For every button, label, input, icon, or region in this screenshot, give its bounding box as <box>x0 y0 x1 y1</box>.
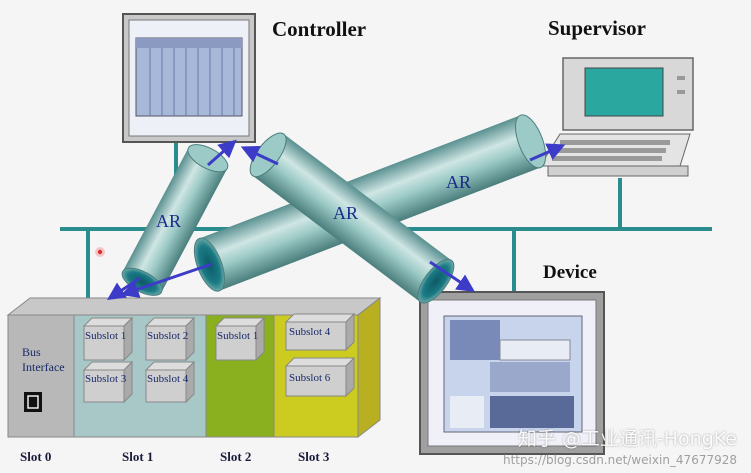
device-label: Device <box>543 262 597 283</box>
ar-label: AR <box>333 203 359 223</box>
ar-arrows <box>107 139 566 300</box>
source-url: https://blog.csdn.net/weixin_47677928 <box>502 453 737 467</box>
ar-label: AR <box>156 211 182 231</box>
slot-label: Slot 3 <box>298 449 330 464</box>
slot-label: Slot 1 <box>122 449 154 464</box>
controller-icon <box>122 13 256 143</box>
subslot-label: Subslot 3 <box>85 373 127 385</box>
subslot-label: Subslot 1 <box>85 330 127 342</box>
ar-tube-controller-rack <box>121 144 229 296</box>
subslot-label: Subslot 6 <box>289 372 331 384</box>
slot-label: Slot 0 <box>20 449 52 464</box>
subslot-label: Subslot 4 <box>289 326 331 338</box>
subslot-boxes <box>82 312 356 404</box>
supervisor-icon <box>539 57 694 177</box>
bus-interface-label-line1: Bus <box>22 345 41 359</box>
device-icon <box>419 291 605 455</box>
slot-label: Slot 2 <box>220 449 252 464</box>
ar-label: AR <box>446 172 472 192</box>
supervisor-label: Supervisor <box>548 16 647 40</box>
subslot-label: Subslot 2 <box>147 330 189 342</box>
bus-interface-label-line2: Interface <box>22 360 65 374</box>
controller-label: Controller <box>272 17 367 41</box>
subslot-label: Subslot 1 <box>217 330 259 342</box>
subslot-label: Subslot 4 <box>147 373 189 385</box>
watermark-text: 知乎 @工业通讯-HongKe <box>517 428 737 450</box>
